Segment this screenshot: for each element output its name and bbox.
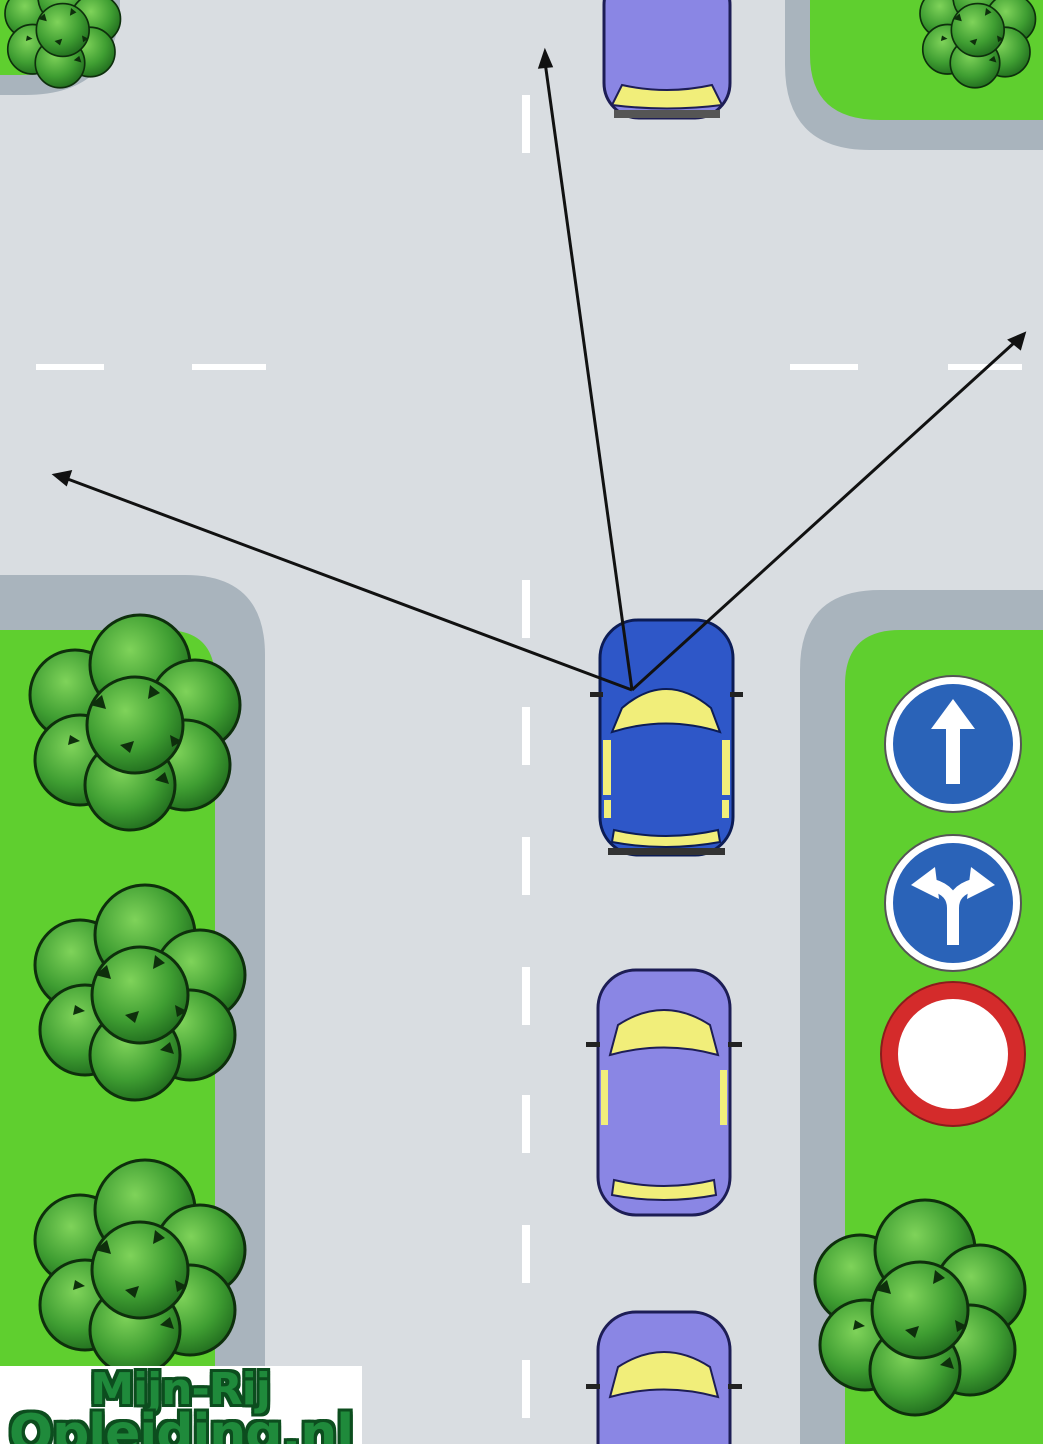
closed-to-vehicles-icon bbox=[898, 999, 1008, 1109]
logo-line-2: Opleiding.nl bbox=[0, 1408, 362, 1444]
oncoming-car-top bbox=[604, 0, 730, 118]
trailing-car bbox=[586, 970, 742, 1215]
sign-closed-to-vehicles bbox=[881, 982, 1025, 1126]
brand-logo: Mijn-Rij Opleiding.nl bbox=[0, 1366, 362, 1444]
trailing-car-bottom bbox=[586, 1312, 742, 1444]
sign-left-or-right bbox=[885, 835, 1021, 971]
main-car bbox=[590, 620, 743, 855]
sign-straight-ahead bbox=[885, 676, 1021, 812]
